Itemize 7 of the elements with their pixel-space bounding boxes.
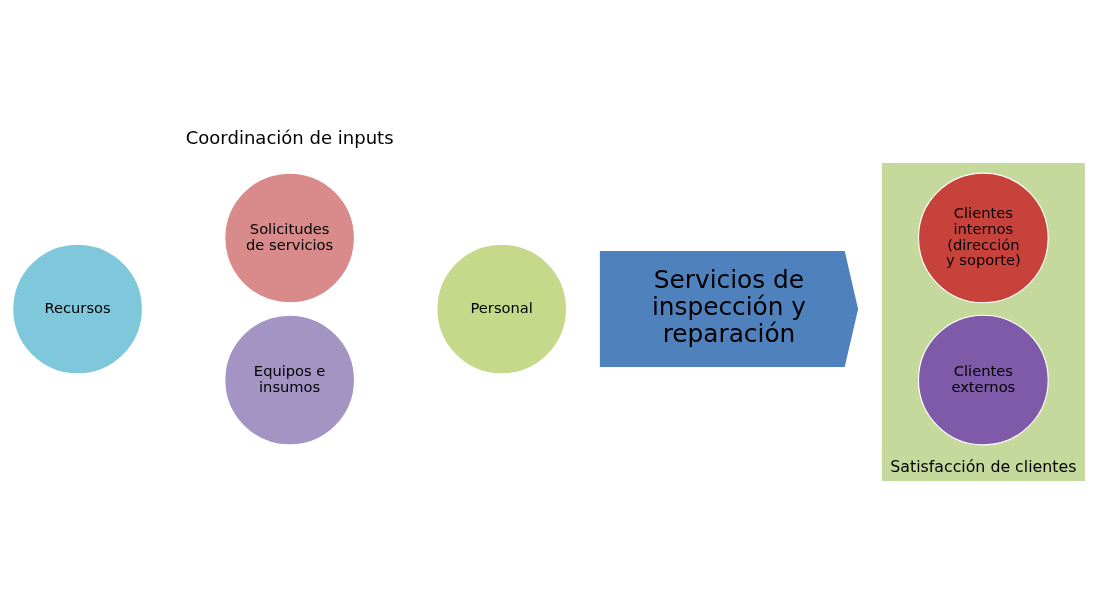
node-circle: Personal (436, 243, 568, 375)
node-circle: Recursos (12, 243, 143, 375)
node-circle: Clientes internos (dirección y soporte) (917, 172, 1049, 304)
label: Coordinación de inputs (185, 127, 394, 149)
node-circle: Clientes externos (917, 314, 1049, 446)
node-circle: Solicitudes de servicios (224, 172, 356, 304)
node-circle: Equipos e insumos (224, 314, 356, 446)
